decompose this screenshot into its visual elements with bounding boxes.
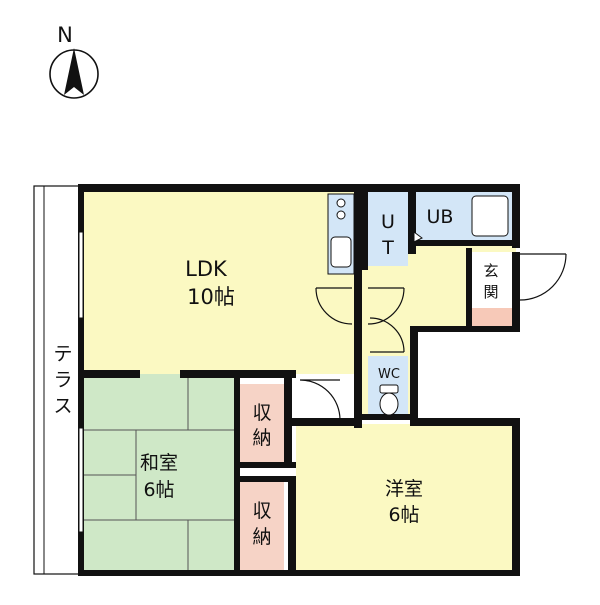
wc-door [369, 317, 405, 353]
ut-label-top: U [381, 211, 395, 233]
entrance-label-top: 玄 [483, 262, 498, 280]
storage-2-label-top: 収 [252, 500, 271, 522]
storage-1-label-top: 収 [252, 402, 271, 424]
terrace-label-1: テ [53, 343, 72, 365]
terrace-area [33, 185, 81, 575]
washitsu-label: 和室 [140, 452, 178, 474]
stove-burner-icon [336, 210, 346, 220]
terrace: テ ラ ス [33, 185, 81, 575]
ut-room [368, 192, 408, 266]
ldk-label: LDK [185, 257, 228, 281]
washitsu-room [84, 374, 238, 570]
storage-1-label-bottom: 納 [252, 427, 271, 449]
tatami-lines [84, 374, 238, 570]
storage-1 [238, 384, 284, 464]
western-size: 6帖 [388, 504, 419, 526]
ldk-size: 10帖 [187, 285, 235, 309]
front-door [519, 253, 567, 301]
doors [299, 253, 567, 421]
kitchen [327, 193, 355, 275]
ut-door [367, 287, 405, 325]
compass: N [49, 23, 99, 99]
terrace-label-3: ス [53, 395, 72, 417]
ldk-room [84, 192, 360, 374]
bathtub-icon [471, 195, 509, 237]
ut-label-bottom: T [381, 237, 394, 259]
western-room [296, 424, 516, 570]
terrace-windows [78, 231, 84, 533]
kitchen-sink-icon [330, 236, 352, 268]
entrance-floor [470, 308, 512, 330]
entrance-box [470, 252, 512, 308]
compass-needle-icon [64, 48, 84, 95]
storage-2 [238, 482, 284, 570]
ub-label: UB [427, 206, 454, 228]
compass-north-label: N [57, 23, 73, 47]
washitsu-size: 6帖 [143, 479, 174, 501]
washbasin-icon [413, 231, 423, 243]
toilet-icon [379, 384, 399, 416]
storage-2-label-bottom: 納 [252, 526, 271, 548]
stove-burner-icon [336, 198, 346, 208]
ldk-door [315, 287, 353, 325]
entrance-label-bottom: 関 [483, 283, 498, 301]
closet-doors [287, 388, 293, 566]
western-label: 洋室 [385, 478, 423, 500]
western-door [299, 379, 341, 421]
wc-label: WC [378, 367, 400, 382]
terrace-label-2: ラ [53, 369, 72, 391]
